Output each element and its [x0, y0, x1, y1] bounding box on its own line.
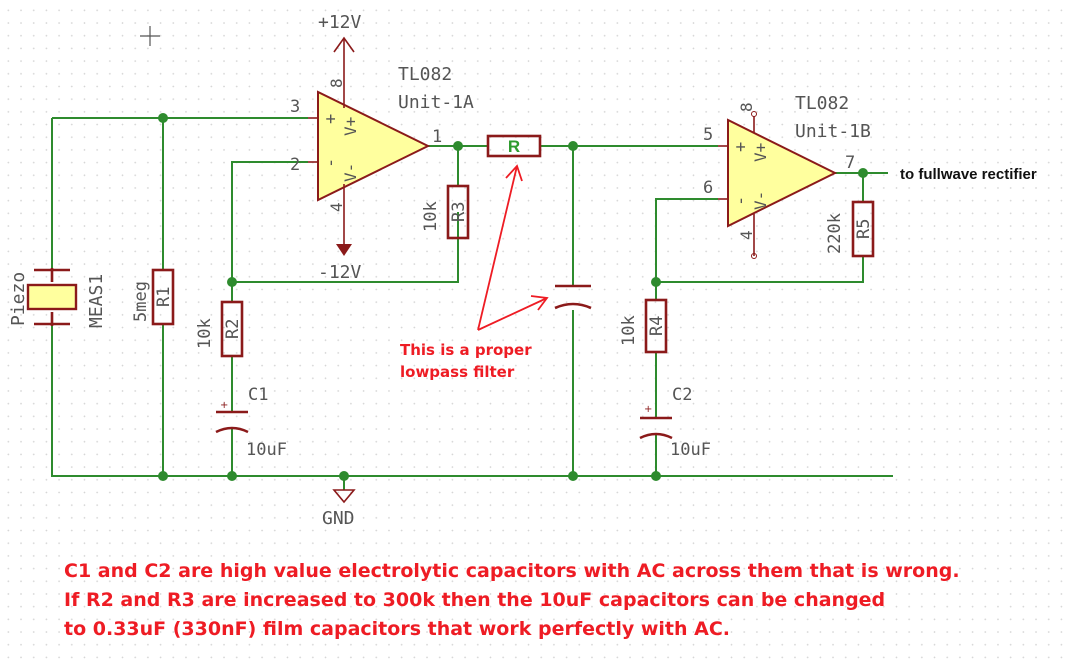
opamp2-pin4: 4 [737, 230, 756, 240]
capacitor-added [554, 284, 592, 310]
r2-value: 10k [195, 318, 215, 349]
footer-line-2: If R2 and R3 are increased to 300k then … [64, 589, 886, 611]
filter-note-line1: This is a proper [400, 341, 532, 359]
resistor-r2: R2 10k [195, 300, 244, 358]
opamp2-pin5: 5 [703, 125, 713, 145]
c2-polarity-icon: + [644, 404, 652, 415]
opamp1-pin3: 3 [290, 97, 300, 117]
c1-value: 10uF [246, 440, 287, 460]
c1-ref: C1 [248, 385, 268, 405]
r3-ref: R3 [449, 202, 469, 222]
r3-value: 10k [421, 201, 441, 232]
piezo-meas1: Piezo MEAS1 [8, 268, 107, 328]
opamp-1b: 5 6 7 8 4 + - V+ V- TL082 Unit-1B [703, 93, 871, 259]
opamp2-pin8: 8 [737, 102, 756, 112]
vpos-label: +12V [318, 12, 362, 33]
opamp1-pin1: 1 [432, 127, 442, 147]
annotation-arrows [477, 164, 549, 331]
meas1-ref: MEAS1 [86, 274, 107, 328]
vneg-symbol: -12V [318, 200, 362, 283]
opamp1-unit: Unit-1A [398, 92, 474, 113]
opamp2-unit: Unit-1B [795, 121, 871, 142]
vpos-symbol: +12V [318, 12, 362, 92]
resistor-r3: R3 10k [421, 184, 470, 240]
opamp-1a: 3 2 1 8 4 + - V+ V- TL082 Unit-1A [290, 64, 474, 212]
opamp2-pin7: 7 [845, 153, 855, 173]
junction-dots [158, 113, 868, 481]
r5-value: 220k [825, 213, 845, 254]
opamp1-vpos-label: V+ [341, 117, 360, 136]
r2-ref: R2 [223, 319, 243, 339]
opamp1-pin4: 4 [327, 202, 346, 212]
opamp2-vpos-label: V+ [751, 143, 770, 162]
opamp1-pin8: 8 [327, 78, 346, 88]
resistor-r5: R5 220k [825, 200, 875, 258]
r-added-ref: R [508, 137, 520, 156]
opamp2-vneg-label: V- [751, 191, 770, 210]
opamp1-plus-icon: + [321, 114, 341, 124]
resistor-r1: R1 5meg [131, 268, 175, 326]
c1-polarity-icon: + [220, 400, 228, 411]
opamp2-minus-icon: - [731, 196, 751, 206]
footer-line-1: C1 and C2 are high value electrolytic ca… [64, 560, 960, 582]
c2-ref: C2 [672, 385, 692, 405]
capacitor-c1: + C1 10uF [215, 385, 287, 460]
capacitor-c2: + C2 10uF [639, 385, 711, 460]
footer-line-3: to 0.33uF (330nF) film capacitors that w… [64, 618, 730, 640]
resistor-r4: R4 10k [619, 298, 668, 354]
opamp2-plus-icon: + [731, 142, 751, 152]
r1-value: 5meg [131, 281, 151, 322]
r4-ref: R4 [647, 316, 667, 336]
opamp2-part: TL082 [795, 93, 849, 114]
r4-value: 10k [619, 315, 639, 346]
opamp1-minus-icon: - [321, 158, 341, 168]
opamp1-part: TL082 [398, 64, 452, 85]
vneg-label: -12V [318, 262, 362, 283]
opamp1-pin2: 2 [290, 155, 300, 175]
opamp2-pin6: 6 [703, 178, 713, 198]
footer-note: C1 and C2 are high value electrolytic ca… [64, 557, 1064, 644]
r1-ref: R1 [154, 287, 174, 307]
piezo-value: Piezo [8, 272, 29, 326]
gnd-symbol: GND [322, 489, 356, 529]
crosshair-cursor-icon [140, 26, 160, 46]
resistor-r-added: R [486, 134, 542, 158]
r5-ref: R5 [854, 219, 874, 239]
output-label: to fullwave rectifier [900, 166, 1037, 183]
opamp1-vneg-label: V- [341, 163, 360, 182]
filter-note-line2: lowpass filter [400, 363, 515, 381]
c2-value: 10uF [670, 440, 711, 460]
gnd-label: GND [322, 508, 355, 529]
